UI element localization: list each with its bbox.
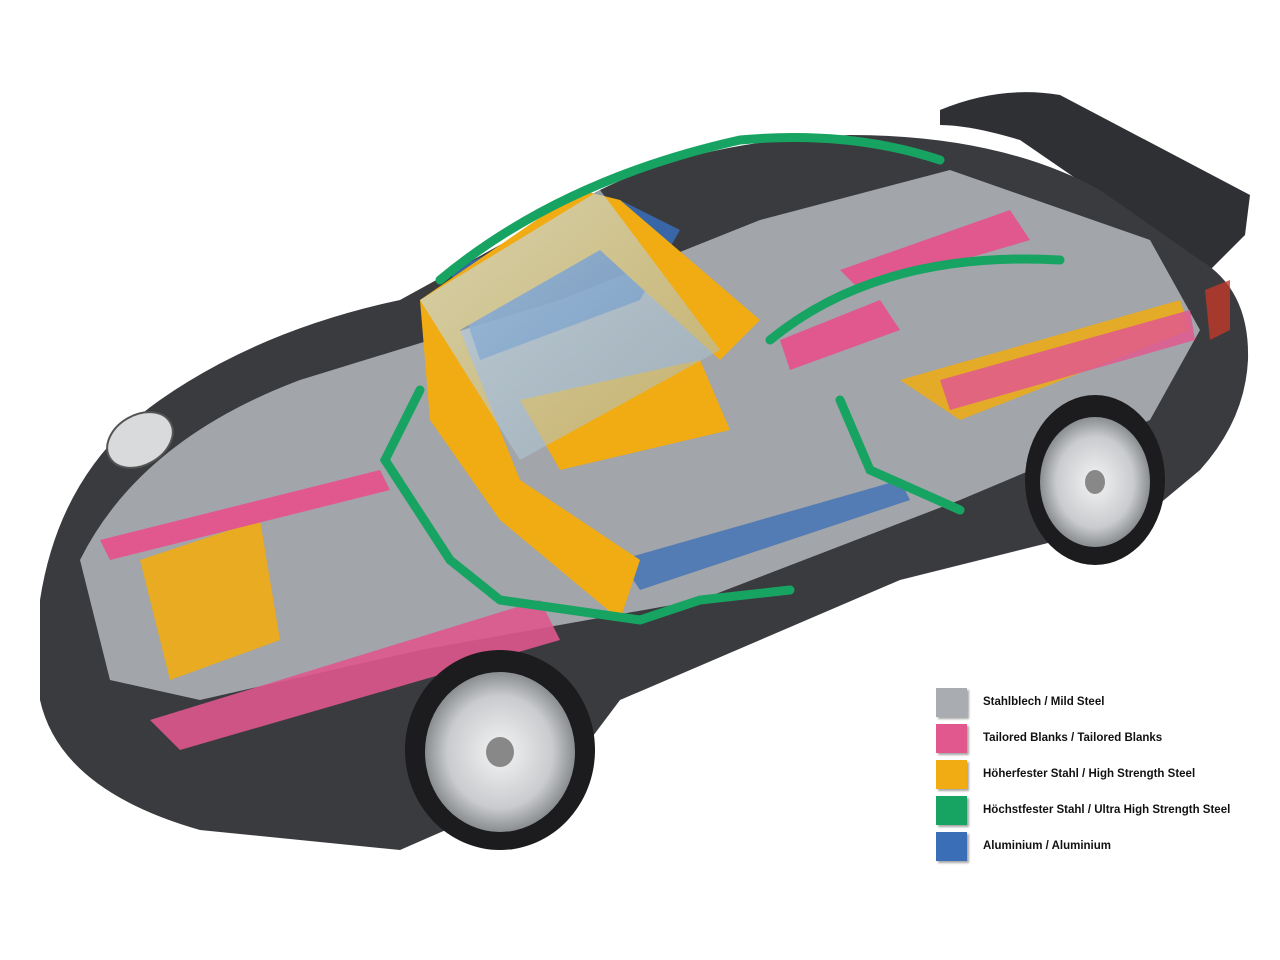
legend-item-tailored-blanks: Tailored Blanks / Tailored Blanks xyxy=(936,720,1230,756)
swatch-aluminium xyxy=(936,831,967,861)
swatch-ultra-high-strength-steel xyxy=(936,795,967,825)
legend-label: Aluminium / Aluminium xyxy=(983,840,1111,852)
legend-item-aluminium: Aluminium / Aluminium xyxy=(936,828,1230,864)
legend-label: Tailored Blanks / Tailored Blanks xyxy=(983,732,1163,744)
windscreen-glass xyxy=(420,190,720,460)
high-strength-front xyxy=(140,520,280,680)
legend-label: Höchstfester Stahl / Ultra High Strength… xyxy=(983,804,1231,816)
legend-item-ultra-high-strength-steel: Höchstfester Stahl / Ultra High Strength… xyxy=(936,792,1230,828)
taillight xyxy=(1205,280,1230,340)
tailored-blank-rear-rail xyxy=(940,310,1195,410)
high-strength-floor xyxy=(520,360,730,470)
rear-spoiler xyxy=(940,92,1250,280)
headlight xyxy=(106,411,174,469)
tailored-blank-front-rail xyxy=(100,470,390,560)
swatch-mild-steel xyxy=(936,687,967,717)
rear-wheel xyxy=(1025,395,1165,565)
material-legend: Stahlblech / Mild Steel Tailored Blanks … xyxy=(936,684,1230,864)
front-wheel xyxy=(405,650,595,850)
aluminium-sill xyxy=(620,480,910,590)
tailored-blank-sill xyxy=(150,600,560,750)
legend-item-high-strength-steel: Höherfester Stahl / High Strength Steel xyxy=(936,756,1230,792)
legend-label: Stahlblech / Mild Steel xyxy=(983,696,1105,708)
tailored-blank-c-pillar xyxy=(780,300,900,370)
legend-item-mild-steel: Stahlblech / Mild Steel xyxy=(936,684,1230,720)
tailored-blank-rear xyxy=(840,210,1030,290)
swatch-tailored-blanks xyxy=(936,723,967,753)
swatch-high-strength-steel xyxy=(936,759,967,789)
ultra-high-strength-roof-frame xyxy=(379,133,1065,625)
legend-label: Höherfester Stahl / High Strength Steel xyxy=(983,768,1196,780)
